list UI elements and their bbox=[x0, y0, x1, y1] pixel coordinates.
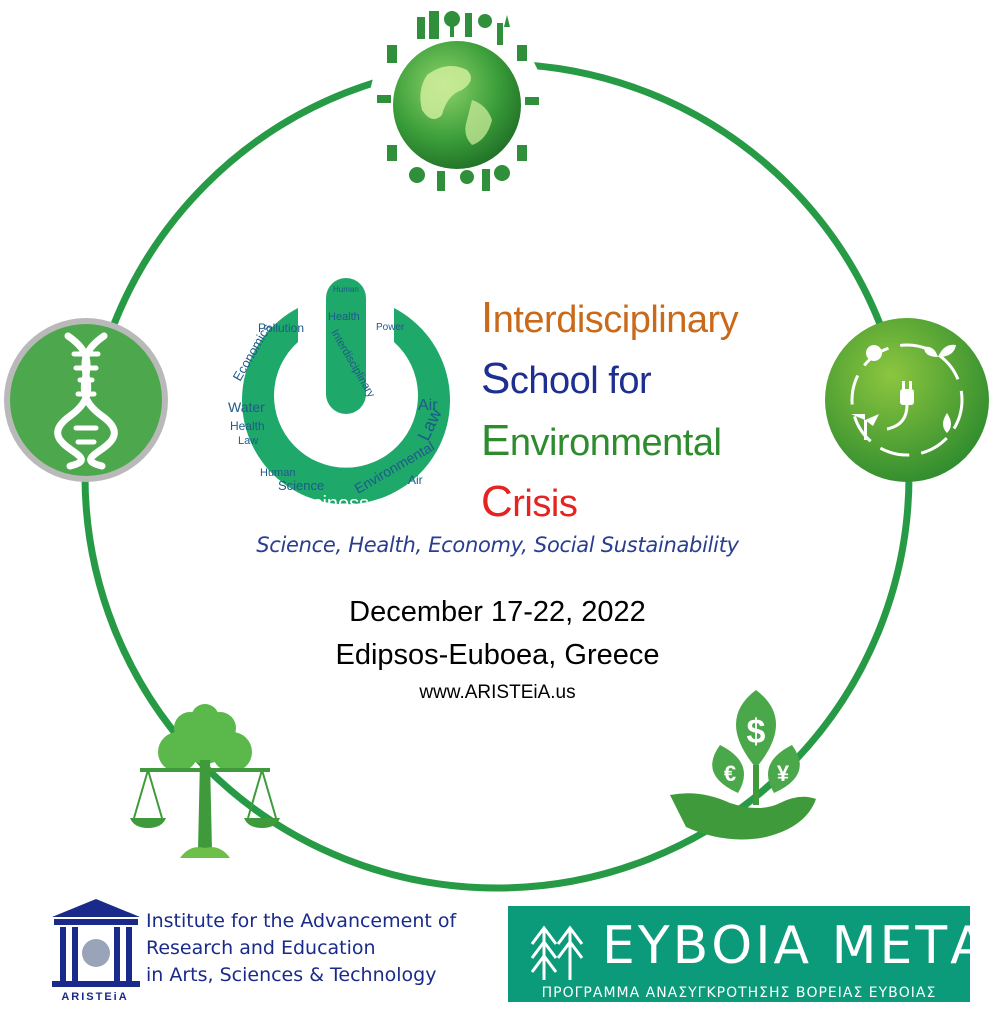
title-rest: nvironmental bbox=[509, 422, 722, 464]
institute-logo-label: ARISTEiA bbox=[61, 991, 129, 1003]
title-initial: C bbox=[481, 477, 513, 526]
svg-text:Law: Law bbox=[238, 435, 258, 447]
svg-text:Human: Human bbox=[333, 285, 359, 294]
title-line-interdisciplinary: Interdisciplinary bbox=[481, 293, 739, 343]
sponsor-name: ΕΥΒΟΙΑ ΜΕΤΑ bbox=[602, 916, 989, 976]
institute-line-3: in Arts, Sciences & Technology bbox=[146, 964, 437, 986]
svg-text:Water: Water bbox=[228, 399, 265, 415]
svg-text:Health: Health bbox=[230, 419, 265, 433]
svg-text:Human: Human bbox=[260, 467, 295, 479]
title-line-crisis: Crisis bbox=[481, 477, 578, 527]
title-initial: S bbox=[481, 354, 510, 403]
evia-tree-logo-icon bbox=[530, 925, 584, 980]
dna-icon bbox=[4, 318, 168, 482]
institute-temple-logo-icon bbox=[52, 899, 140, 987]
title-rest: risis bbox=[512, 483, 578, 525]
event-date: December 17-22, 2022 bbox=[349, 596, 646, 628]
svg-text:¥: ¥ bbox=[777, 761, 790, 786]
title-line-school: School for bbox=[481, 354, 652, 404]
green-earth-icon bbox=[369, 11, 545, 193]
svg-text:Air: Air bbox=[418, 397, 438, 414]
svg-text:Business: Business bbox=[288, 493, 369, 515]
institute-line-2: Research and Education bbox=[146, 937, 376, 959]
svg-text:Health: Health bbox=[328, 311, 360, 323]
institute-name: Institute for the Advancement of Researc… bbox=[146, 908, 456, 989]
institute-line-1: Institute for the Advancement of bbox=[146, 910, 457, 932]
svg-text:Power: Power bbox=[376, 322, 405, 333]
justice-tree-icon bbox=[130, 704, 280, 858]
sponsor-subtitle: ΠΡΟΓΡΑΜΜΑ ΑΝΑΣΥΓΚΡΟΤΗΣΗΣ ΒΟΡΕΙΑΣ ΕΥΒΟΙΑΣ bbox=[541, 985, 937, 1001]
title-initial: I bbox=[481, 293, 493, 342]
power-button-wordcloud-icon: Human Health Pollution Power Water Healt… bbox=[228, 278, 450, 515]
title-initial: E bbox=[481, 416, 510, 465]
title-rest: nterdisciplinary bbox=[492, 299, 739, 341]
title-line-environmental: Environmental bbox=[481, 416, 722, 466]
svg-text:$: $ bbox=[747, 713, 766, 751]
title-rest: chool for bbox=[509, 360, 652, 402]
renewable-energy-icon bbox=[825, 318, 989, 482]
website-link[interactable]: www.ARISTEiA.us bbox=[419, 682, 576, 703]
subtitle: Science, Health, Economy, Social Sustain… bbox=[256, 533, 739, 557]
svg-text:Air: Air bbox=[408, 473, 423, 487]
sponsor-banner: ΕΥΒΟΙΑ ΜΕΤΑ ΠΡΟΓΡΑΜΜΑ ΑΝΑΣΥΓΚΡΟΤΗΣΗΣ ΒΟΡ… bbox=[508, 906, 986, 1002]
event-location: Edipsos-Euboea, Greece bbox=[335, 639, 660, 671]
money-plant-hand-icon: $ € ¥ bbox=[670, 690, 816, 840]
svg-text:Pollution: Pollution bbox=[258, 321, 304, 335]
svg-text:€: € bbox=[724, 761, 736, 786]
svg-text:Science: Science bbox=[278, 478, 324, 493]
